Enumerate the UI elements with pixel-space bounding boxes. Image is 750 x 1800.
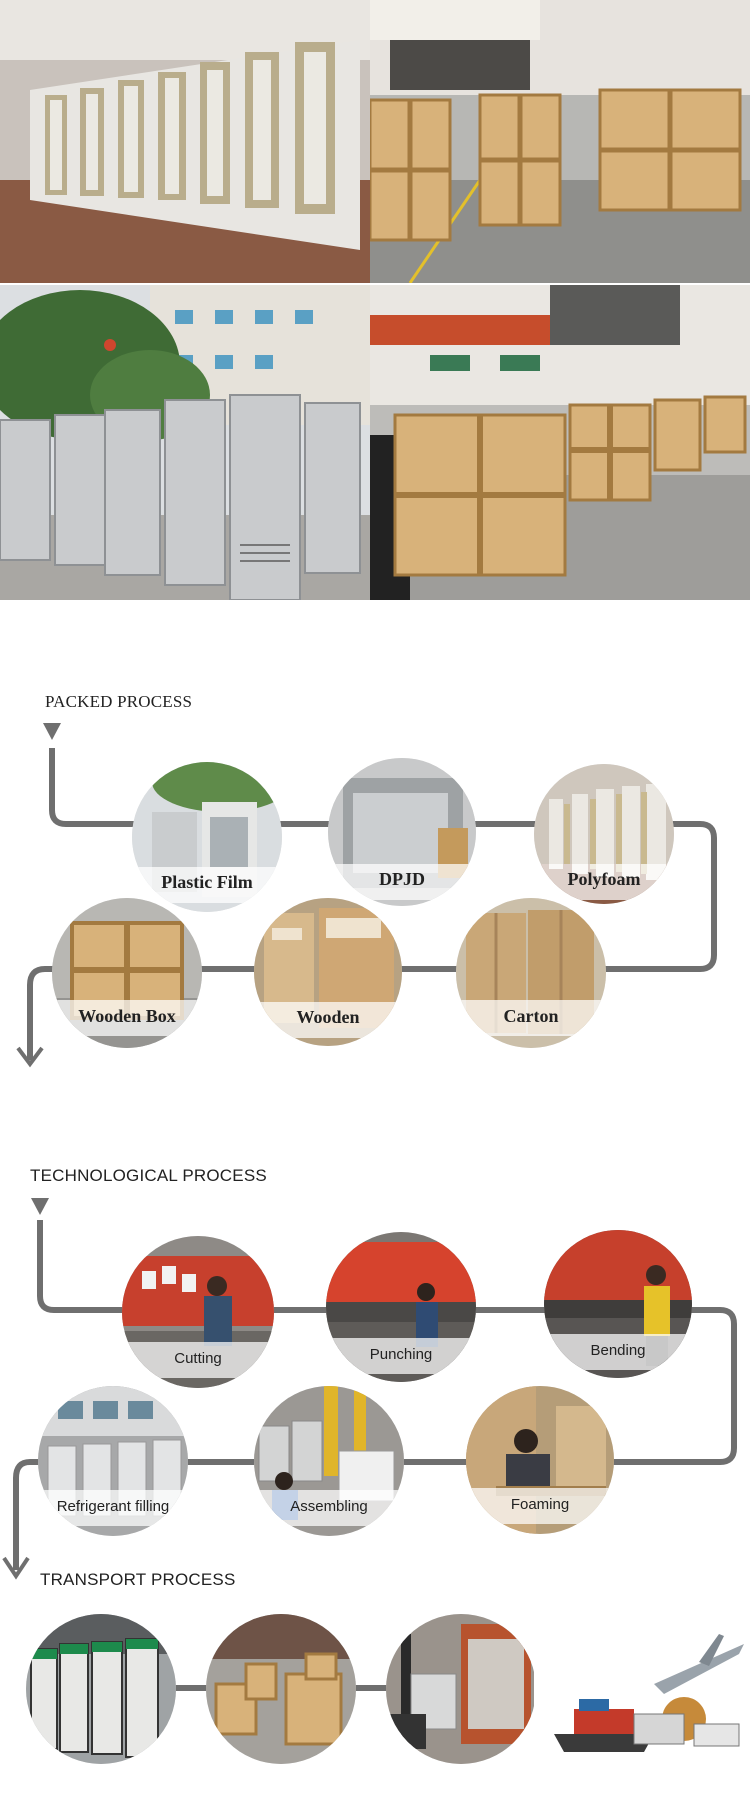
packed-step-dpjd: DPJD bbox=[328, 758, 476, 906]
packed-step-polyfoam: Polyfoam bbox=[534, 764, 674, 904]
packed-step-wooden: Wooden bbox=[254, 898, 402, 1046]
step-label: Bending bbox=[590, 1342, 646, 1359]
tech-step-refrigerant-filling: Refrigerant filling bbox=[38, 1386, 188, 1536]
step-label: DPJD bbox=[379, 869, 425, 889]
tech-start-triangle bbox=[31, 1198, 49, 1215]
step-label: Punching bbox=[369, 1346, 433, 1363]
transport-step-forklift bbox=[386, 1614, 536, 1764]
step-label: Carton bbox=[503, 1006, 559, 1026]
step-label: Wooden bbox=[296, 1007, 360, 1027]
photo-crates-forklift bbox=[370, 285, 750, 600]
packed-step-carton: Carton bbox=[456, 898, 606, 1048]
step-label: Assembling bbox=[290, 1498, 368, 1515]
tech-step-cutting: Cutting bbox=[122, 1236, 274, 1388]
transport-process-title: TRANSPORT PROCESS bbox=[40, 1570, 236, 1589]
tech-step-punching: Punching bbox=[326, 1232, 476, 1382]
packed-step-wooden-box: Wooden Box bbox=[52, 898, 202, 1048]
packed-process-title: PACKED PROCESS bbox=[45, 692, 193, 711]
tech-step-assembling: Assembling bbox=[254, 1386, 404, 1536]
transport-step-crates bbox=[206, 1614, 356, 1764]
tech-end-arrow bbox=[2, 1556, 30, 1580]
step-label: Wooden Box bbox=[78, 1006, 176, 1026]
packed-end-arrow bbox=[16, 1046, 44, 1068]
packed-start-triangle bbox=[43, 723, 61, 740]
transport-step-shipping bbox=[534, 1614, 750, 1764]
packed-step-plastic-film: Plastic Film bbox=[132, 762, 282, 912]
tech-step-bending: Bending bbox=[544, 1230, 692, 1378]
step-label: Refrigerant filling bbox=[56, 1498, 170, 1515]
step-label: Plastic Film bbox=[161, 872, 253, 892]
photo-fridges-wrapped bbox=[0, 0, 370, 283]
photo-wooden-crates bbox=[370, 0, 750, 283]
step-label: Cutting bbox=[174, 1350, 222, 1367]
step-label: Foaming bbox=[510, 1496, 570, 1513]
transport-step-fridges bbox=[26, 1614, 176, 1764]
technological-process-title: TECHNOLOGICAL PROCESS bbox=[30, 1166, 267, 1185]
tech-step-foaming: Foaming bbox=[466, 1386, 614, 1534]
photo-machines-wrapped bbox=[0, 285, 370, 600]
step-label: Polyfoam bbox=[567, 869, 641, 889]
product-photo-grid bbox=[0, 0, 750, 600]
